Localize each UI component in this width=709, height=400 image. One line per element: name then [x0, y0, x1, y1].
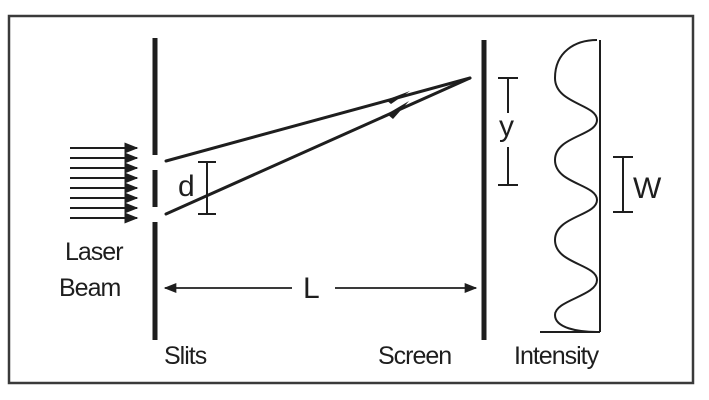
w-label: W [633, 172, 662, 205]
intensity-curve [553, 39, 599, 333]
l-label: L [303, 272, 319, 305]
laser-beam-arrows [70, 142, 139, 224]
slits-label: Slits [164, 342, 207, 370]
y-dimension-marker [498, 77, 518, 186]
intensity-label: Intensity [514, 342, 600, 370]
w-dimension-marker [613, 156, 633, 213]
y-label: y [499, 110, 514, 143]
d-dimension-marker [198, 161, 216, 215]
ray-arrowhead-lower [387, 101, 409, 119]
laser-label-line1: Laser [65, 238, 123, 266]
diagram-frame [7, 14, 695, 385]
slit-rays [164, 76, 472, 216]
ray-arrowhead-upper [386, 91, 410, 104]
laser-label-line2: Beam [59, 274, 120, 302]
d-label: d [178, 170, 194, 203]
screen-label: Screen [378, 342, 451, 370]
intensity-plot [540, 39, 601, 333]
